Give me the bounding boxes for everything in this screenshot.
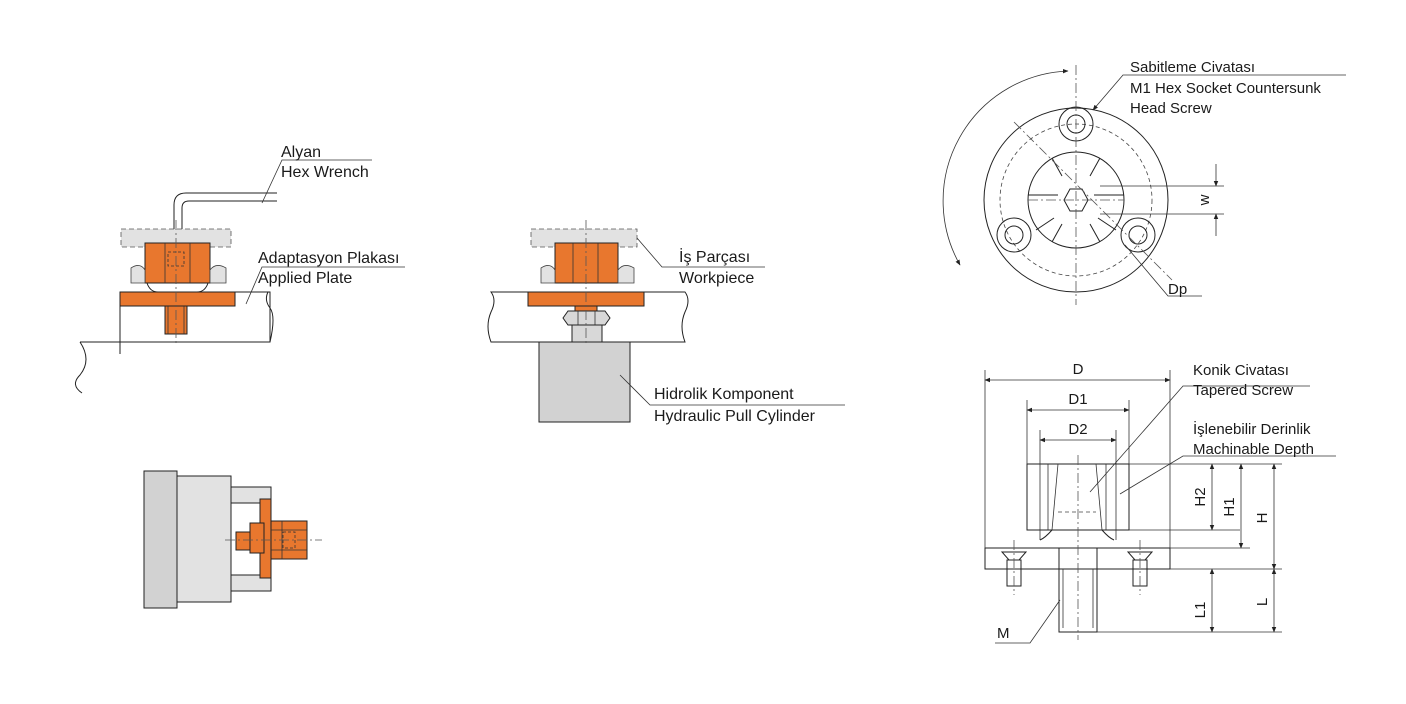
dim-m-label: M <box>997 625 1010 642</box>
leader-hydraulic <box>619 374 845 406</box>
label-screw-en-2: Head Screw <box>1130 100 1212 117</box>
dim-d-label: D <box>1073 361 1084 378</box>
view-top <box>942 65 1346 305</box>
clamp-body-2 <box>554 242 619 284</box>
angle-arc <box>942 68 1069 266</box>
label-depth-tr: İşlenebilir Derinlik <box>1193 420 1311 438</box>
dim-d2-label: D2 <box>1068 421 1087 438</box>
dim-dp-label: Dp <box>1168 281 1187 298</box>
clamp-body <box>144 242 211 284</box>
label-hydraulic-en: Hydraulic Pull Cylinder <box>654 408 816 425</box>
view-applied-plate <box>75 159 405 394</box>
dim-l-label: L <box>1254 598 1271 606</box>
view-section <box>984 370 1336 644</box>
nut <box>562 310 611 326</box>
side-base <box>143 470 178 609</box>
leader-screw <box>1092 74 1346 111</box>
label-tapered-en: Tapered Screw <box>1193 382 1293 399</box>
leader-wrench <box>261 159 372 204</box>
view-hydraulic <box>487 220 845 423</box>
label-depth-en: Machinable Depth <box>1193 441 1314 458</box>
label-wrench-en: Hex Wrench <box>281 164 369 181</box>
section-plate <box>984 547 1171 570</box>
label-tapered-tr: Konik Civatası <box>1193 362 1289 379</box>
leader-m <box>995 599 1061 644</box>
dim-h2-label: H2 <box>1192 487 1209 506</box>
label-hydraulic-tr: Hidrolik Komponent <box>654 386 794 403</box>
leader-plate <box>245 266 405 305</box>
label-workpiece-en: Workpiece <box>679 270 754 287</box>
screw-hole-left <box>996 217 1032 253</box>
label-plate-en: Applied Plate <box>258 270 352 287</box>
label-wrench-tr: Alyan <box>281 144 321 161</box>
leader-tapered <box>1089 385 1310 493</box>
leader-dp <box>1124 244 1202 297</box>
label-workpiece-tr: İş Parçası <box>679 247 750 266</box>
dim-d1-label: D1 <box>1068 391 1087 408</box>
hydraulic-cylinder <box>538 341 631 423</box>
screw-hole-right <box>1120 217 1156 253</box>
dim-h1-label: H1 <box>1221 497 1238 516</box>
dim-l1-label: L1 <box>1192 602 1209 619</box>
label-plate-tr: Adaptasyon Plakası <box>258 250 399 267</box>
dim-w-label: w <box>1196 194 1213 206</box>
hex-wrench <box>173 192 277 250</box>
leader-depth <box>1119 455 1336 495</box>
applied-plate <box>119 291 236 307</box>
leader-workpiece <box>636 237 765 268</box>
dim-h-label: H <box>1254 513 1271 524</box>
label-screw-tr: Sabitleme Civatası <box>1130 59 1255 76</box>
view-side <box>143 470 322 609</box>
label-screw-en-1: M1 Hex Socket Countersunk <box>1130 80 1321 97</box>
